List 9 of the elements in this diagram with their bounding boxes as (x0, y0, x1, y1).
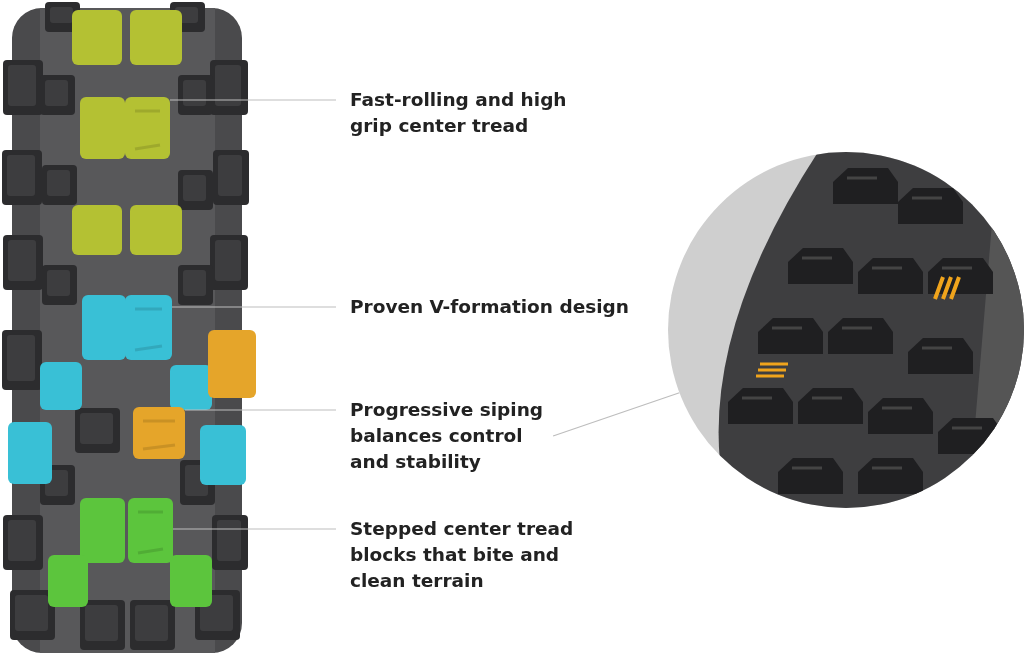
callout-text: Progressive siping balances control and stability (350, 398, 545, 474)
callout-text: Stepped center tread blocks that bite and clean terrain (350, 517, 575, 593)
leader-line (552, 392, 680, 437)
leader-line (169, 99, 337, 101)
leader-line (171, 306, 337, 308)
callout-text: Proven V-formation design (350, 295, 630, 319)
leader-line (172, 528, 337, 530)
callout-text: Fast-rolling and high grip center tread (350, 88, 568, 138)
leader-line (184, 409, 337, 411)
